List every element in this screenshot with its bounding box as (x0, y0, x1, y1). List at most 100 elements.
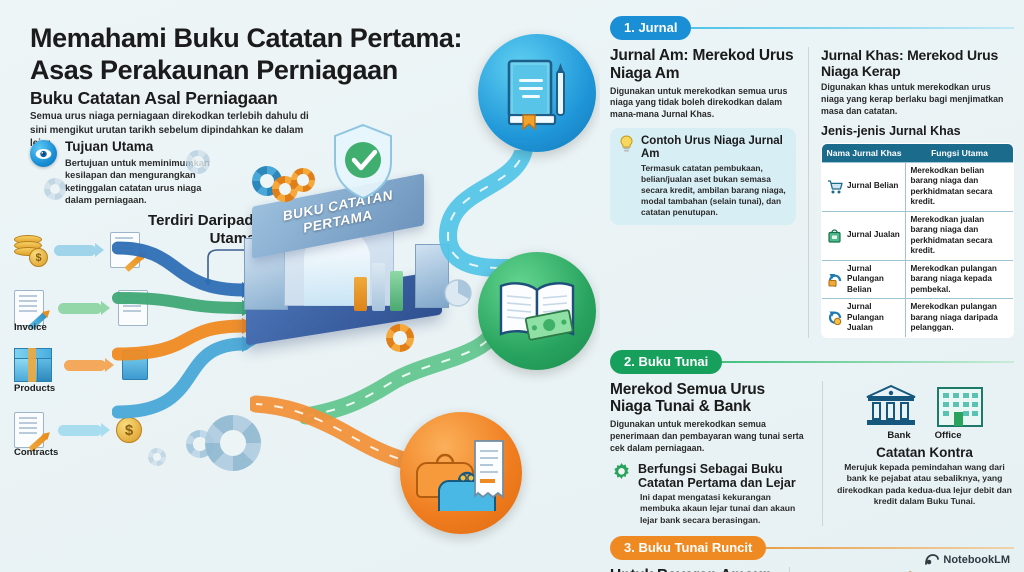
right-content-panel: 1. Jurnal Jurnal Am: Merekod Urus Niaga … (600, 0, 1024, 572)
section-1-rule (691, 27, 1014, 29)
left-sub-heading: Buku Catatan Asal Perniagaan (30, 88, 278, 108)
feature-body: Bertujuan untuk meminimumkan kesilapan d… (65, 157, 210, 206)
table-row: Jurnal Jualan Merekodkan jualan barang n… (822, 210, 1013, 261)
shopping-bag-icon (826, 228, 843, 243)
jurnal-am-heading: Jurnal Am: Merekod Urus Niaga Am (610, 47, 794, 82)
callout-body: Termasuk catatan pembukaan, belian/juala… (641, 162, 786, 218)
catatan-kontra-heading: Catatan Kontra (876, 444, 973, 460)
title-line-1: Memahami Buku Catatan Pertama: (30, 23, 463, 53)
feature-body: Ini dapat mengatasi kekurangan membuka a… (640, 491, 796, 525)
buku-tunai-text-column: Merekod Semua Urus Niaga Tunai & Bank Di… (610, 381, 810, 527)
dollar-coin-icon: $ (116, 417, 142, 443)
section-2-pill[interactable]: 2. Buku Tunai (610, 349, 723, 374)
office-label: Office (934, 429, 962, 441)
return-box-icon (826, 272, 843, 287)
row-name: Jurnal Belian (847, 181, 899, 191)
road-teal (438, 150, 533, 278)
table-col-function: Fungsi Utama (905, 143, 1013, 163)
gear-icon (205, 415, 261, 471)
hub-bar-green (390, 271, 403, 311)
return-coin-icon (826, 310, 843, 326)
notebooklm-logo-icon (925, 554, 940, 565)
flow-row-contracts: $ (14, 412, 142, 452)
package-icon (14, 348, 52, 382)
gear-icon (291, 168, 315, 192)
runcit-text-column: Untuk Bayaran Amaun Kecil Merekodkan sem… (610, 567, 777, 572)
section-3-rule (766, 547, 1014, 550)
pettycash-node (400, 412, 522, 534)
section-1-header: 1. Jurnal (610, 16, 1014, 40)
row-function: Merekodkan belian barang niaga dan perkh… (905, 161, 1013, 212)
title-line-2: Asas Perakaunan Perniagaan (30, 55, 398, 86)
flow-label-contracts: Contracts (14, 447, 59, 458)
table-row: Jurnal Pulangan Jualan Merekodkan pulang… (822, 298, 1013, 337)
tujuan-utama-feature: Tujuan Utama Bertujuan untuk meminimumka… (30, 139, 250, 207)
row-function: Merekodkan jualan barang niaga dan perkh… (905, 210, 1013, 261)
section-2-rule (722, 360, 1014, 363)
sistem-panjar-column: Tunai Runcit $ Belanja Kecil (789, 567, 1014, 572)
runcit-heading: Untuk Bayaran Amaun Kecil (610, 567, 777, 572)
road-green (300, 330, 504, 425)
jurnal-am-body: Digunakan untuk merekodkan semua urus ni… (610, 85, 788, 120)
eye-icon (30, 140, 57, 167)
jurnal-khas-column: Jurnal Khas: Merekod Urus Niaga Kerap Di… (808, 47, 1014, 338)
table-row: Jurnal Pulangan Belian Merekodkan pulang… (822, 259, 1013, 299)
watermark: NotebookLM (925, 554, 1010, 566)
flow-label-products: Products (14, 383, 56, 394)
wallet-receipt-icon (416, 440, 504, 511)
table-row: Jurnal Belian Merekodkan belian barang n… (822, 161, 1013, 212)
section-1-pill[interactable]: 1. Jurnal (610, 16, 692, 40)
left-illustration-panel: Memahami Buku Catatan Pertama: Asas Pera… (0, 0, 600, 572)
watermark-label: NotebookLM (943, 554, 1010, 566)
jurnal-khas-table: Nama Jurnal Khas Fungsi Utama Jurn (821, 142, 1014, 338)
lightbulb-icon (618, 135, 635, 152)
catatan-kontra-body: Merujuk kepada pemindahan wang dari bank… (837, 461, 1012, 507)
callout-title: Contoh Urus Niaga Jurnal Am (641, 134, 783, 160)
hub-bar-orange (354, 277, 367, 311)
invoice-icon (14, 290, 48, 330)
coins-icon: $ (14, 233, 48, 267)
gear-icon (386, 324, 414, 352)
book-node (478, 34, 596, 152)
section-2-header: 2. Buku Tunai (610, 349, 1014, 374)
row-name: Jurnal Pulangan Jualan (847, 302, 884, 333)
cashbook-node (478, 252, 596, 370)
flow-row-products (14, 348, 148, 382)
bank-office-labels: Bank Office (835, 430, 1014, 441)
row-function: Merekodkan pulangan barang niaga daripad… (905, 298, 1013, 337)
jurnal-khas-heading: Jurnal Khas: Merekod Urus Niaga Kerap (821, 47, 999, 80)
table-header-row: Nama Jurnal Khas Fungsi Utama (822, 143, 1013, 163)
contoh-urus-niaga-callout: Contoh Urus Niaga Jurnal Am Termasuk cat… (610, 127, 796, 226)
office-building-icon (936, 386, 983, 427)
central-hub-illustration: BUKU CATATAN PERTAMA (236, 166, 451, 373)
row-function: Merekodkan pulangan barang niaga kepada … (905, 259, 1013, 299)
page-title: Memahami Buku Catatan Pertama: Asas Pera… (30, 22, 500, 87)
section-jurnal: 1. Jurnal Jurnal Am: Merekod Urus Niaga … (610, 0, 1014, 338)
row-name: Jurnal Jualan (847, 230, 900, 240)
shopping-cart-icon (826, 179, 843, 194)
jurnal-am-column: Jurnal Am: Merekod Urus Niaga Am Digunak… (610, 47, 796, 338)
pie-chart-icon (444, 279, 472, 307)
section-3-pill[interactable]: 3. Buku Tunai Runcit (610, 536, 767, 561)
flow-label-invoice: Invoice (14, 322, 47, 333)
jenis-jurnal-khas-title: Jenis-jenis Jurnal Khas (821, 123, 961, 138)
open-book-money-icon (499, 282, 575, 341)
catatan-kontra-column: Bank Office Catatan Kontra Merujuk kepad… (822, 380, 1014, 527)
hub-bar-grey (372, 263, 385, 311)
shield-check-icon (334, 123, 392, 200)
gear-icon (44, 178, 66, 200)
contract-icon (14, 412, 48, 452)
gear-icon (186, 150, 210, 174)
section-3-header: 3. Buku Tunai Runcit (610, 536, 1014, 561)
table-col-name: Nama Jurnal Khas (822, 143, 906, 163)
section-buku-tunai-runcit: 3. Buku Tunai Runcit Untuk Bayaran Amaun… (610, 526, 1014, 572)
feature-title: Berfungsi Sebagai Buku Catatan Pertama d… (638, 461, 796, 490)
buku-tunai-body: Digunakan untuk merekodkan semua penerim… (610, 419, 804, 453)
berfungsi-feature: Berfungsi Sebagai Buku Catatan Pertama d… (610, 462, 810, 527)
gear-icon (610, 462, 632, 484)
section-buku-tunai: 2. Buku Tunai Merekod Semua Urus Niaga T… (610, 338, 1014, 527)
notebook-icon (507, 59, 565, 131)
gear-icon (148, 448, 166, 466)
jurnal-khas-body: Digunakan khas untuk merekodkan urus nia… (821, 82, 1004, 116)
